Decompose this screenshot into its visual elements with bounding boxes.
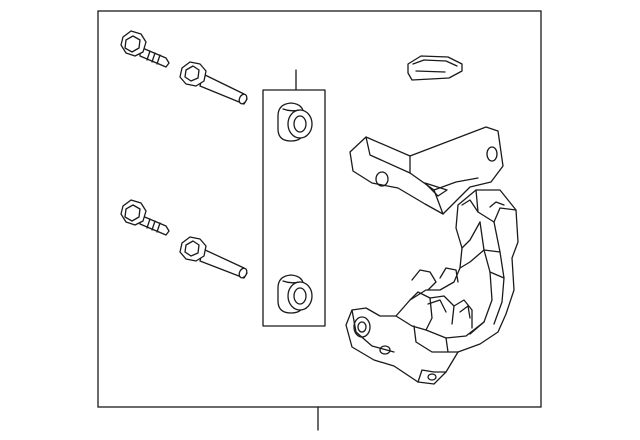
caliper-bracket[interactable] [345, 126, 519, 385]
caliper-bolt-upper[interactable] [120, 30, 170, 68]
grease-packet[interactable] [407, 55, 463, 81]
caliper-bolt-lower[interactable] [120, 199, 170, 236]
pin-boot-upper[interactable] [277, 102, 313, 142]
guide-pin-lower[interactable] [179, 236, 248, 279]
guide-pin-upper[interactable] [179, 61, 248, 105]
pin-boot-lower[interactable] [277, 274, 313, 314]
